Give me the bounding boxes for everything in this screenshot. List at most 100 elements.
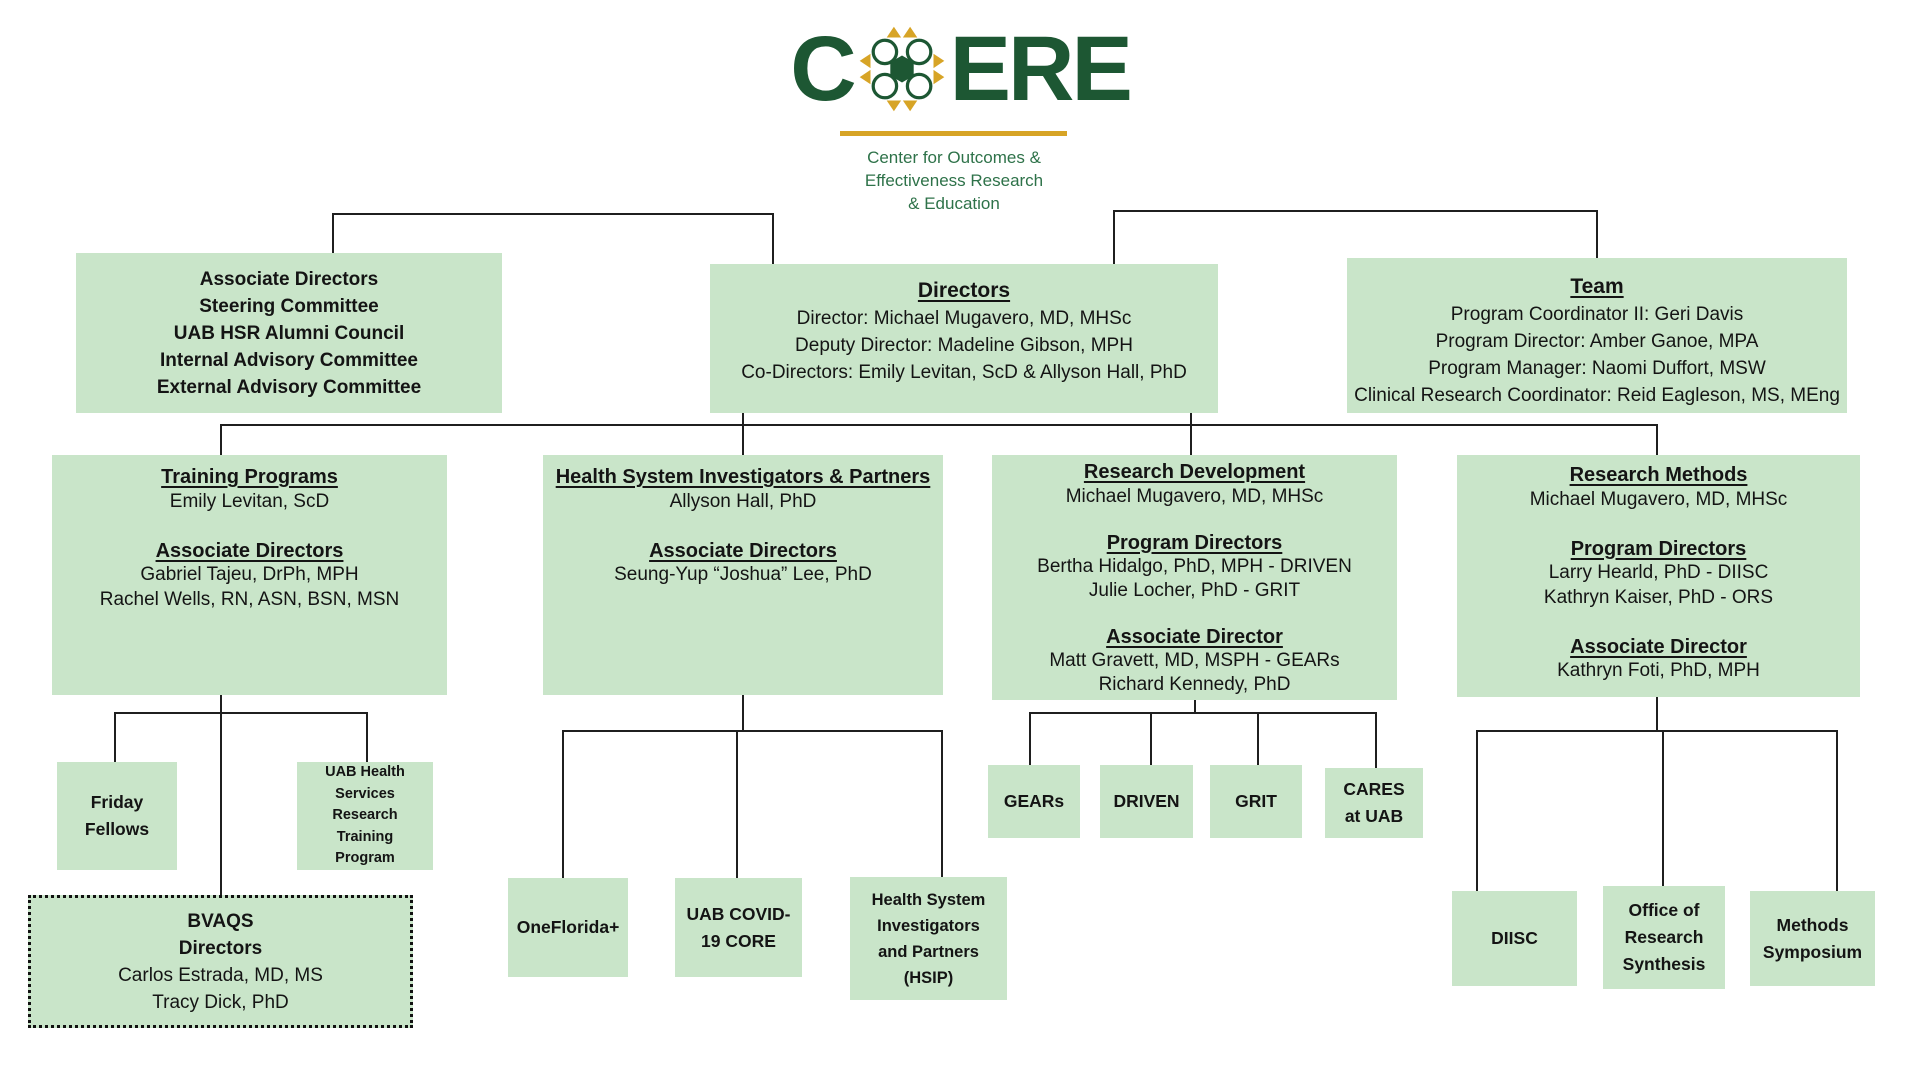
connector-line (1656, 697, 1658, 731)
box-line: Michael Mugavero, MD, MHSc (1529, 488, 1788, 510)
box-line: Internal Advisory Committee (160, 349, 418, 371)
connector-line (114, 712, 116, 762)
box-line: Research Methods (1569, 464, 1748, 486)
box-line: Research Development (1083, 461, 1306, 483)
box-line: Services (335, 785, 395, 802)
box-line: Health System Investigators & Partners (555, 466, 931, 488)
box-line: Research (1624, 927, 1704, 947)
box-line: Julie Locher, PhD - GRIT (1088, 579, 1301, 601)
spacer (1457, 512, 1860, 537)
box-line: UAB HSR Alumni Council (173, 322, 405, 344)
box-line: Gabriel Tajeu, DrPh, MPH (140, 564, 359, 585)
box-line: and Partners (878, 942, 979, 961)
connector-line (736, 730, 738, 878)
connector-line (1836, 730, 1838, 891)
box-line: Program Directors (1106, 531, 1283, 554)
box-line: Training Programs (161, 466, 338, 488)
box-line: (HSIP) (903, 968, 954, 987)
box-line: Fellows (84, 819, 150, 839)
box-line: Associate Director (1570, 635, 1747, 658)
box-line: Emily Levitan, ScD (169, 490, 330, 512)
box-uab-covid19-core: UAB COVID-19 CORE (675, 878, 802, 977)
box-line: Research (332, 807, 398, 824)
box-line: Rachel Wells, RN, ASN, BSN, MSN (99, 588, 400, 610)
connector-line (1029, 712, 1031, 765)
box-line: Larry Hearld, PhD - DIISC (1548, 562, 1769, 583)
connector-line (1596, 210, 1598, 258)
connector-line (332, 213, 774, 215)
spacer (1457, 610, 1860, 635)
box-line: Clinical Research Coordinator: Reid Eagl… (1354, 385, 1840, 406)
connector-line (220, 695, 222, 895)
connector-line (1375, 712, 1377, 768)
box-grit: GRIT (1210, 765, 1302, 838)
connector-line (366, 712, 368, 762)
box-line: at UAB (1344, 806, 1404, 826)
box-line: Program Coordinator II: Geri Davis (1450, 304, 1744, 325)
connector-line (1150, 712, 1152, 765)
box-line: Matt Gravett, MD, MSPH - GEARs (1049, 650, 1340, 671)
box-line: DRIVEN (1113, 791, 1180, 811)
connector-line (1662, 730, 1664, 886)
logo-divider (840, 131, 1067, 136)
box-line: Director: Michael Mugavero, MD, MHSc (796, 308, 1132, 329)
connector-line (941, 730, 943, 877)
connector-line (1190, 413, 1192, 455)
box-line: GEARs (1003, 791, 1065, 811)
spacer (992, 602, 1397, 626)
box-line: Kathryn Foti, PhD, MPH (1557, 660, 1760, 681)
box-line: Synthesis (1622, 954, 1706, 974)
box-line: Health System (871, 890, 986, 909)
box-driven: DRIVEN (1100, 765, 1193, 838)
box-line: Kathryn Kaiser, PhD - ORS (1543, 586, 1774, 608)
box-line: Associate Directors (649, 539, 837, 562)
box-line: Office of (1628, 900, 1700, 920)
connector-line (742, 695, 744, 731)
connector-line (1113, 210, 1598, 212)
box-line: Training (336, 828, 394, 845)
logo-subtitle-line: Effectiveness Research (864, 171, 1044, 190)
connector-line (220, 424, 1658, 426)
box-line: BVAQS (187, 910, 254, 932)
box-line: Co-Directors: Emily Levitan, ScD & Allys… (741, 362, 1187, 383)
box-gears: GEARs (988, 765, 1080, 838)
spacer (52, 514, 447, 539)
connector-line (1257, 712, 1259, 765)
connector-line (742, 413, 744, 455)
logo-subtitle: Center for Outcomes & Effectiveness Rese… (779, 146, 1129, 215)
box-line: Directors (178, 937, 263, 959)
box-line: Symposium (1762, 941, 1863, 962)
spacer (543, 514, 943, 539)
box-line: GRIT (1235, 791, 1277, 811)
box-line: UAB COVID- (686, 903, 791, 924)
logo-letters-ere: ERE (949, 18, 1133, 120)
box-line: Program Manager: Naomi Duffort, MSW (1428, 358, 1766, 379)
box-line: OneFlorida+ (516, 917, 620, 937)
box-line: Methods (1776, 914, 1849, 935)
logo-subtitle-line: Center for Outcomes & (867, 148, 1041, 167)
logo-letter-c: C (790, 18, 856, 120)
box-line: Program Director: Amber Ganoe, MPA (1435, 331, 1759, 352)
core-rosette-icon (859, 26, 944, 112)
box-line: Associate Director (1106, 625, 1283, 648)
box-line: Friday (90, 792, 144, 812)
box-line: Associate Directors (199, 268, 379, 290)
box-line: UAB Health (325, 764, 405, 781)
logo-subtitle-line: & Education (908, 194, 1000, 213)
box-line: Richard Kennedy, PhD (1098, 673, 1291, 695)
connector-line (220, 424, 222, 455)
connector-line (1029, 712, 1377, 714)
